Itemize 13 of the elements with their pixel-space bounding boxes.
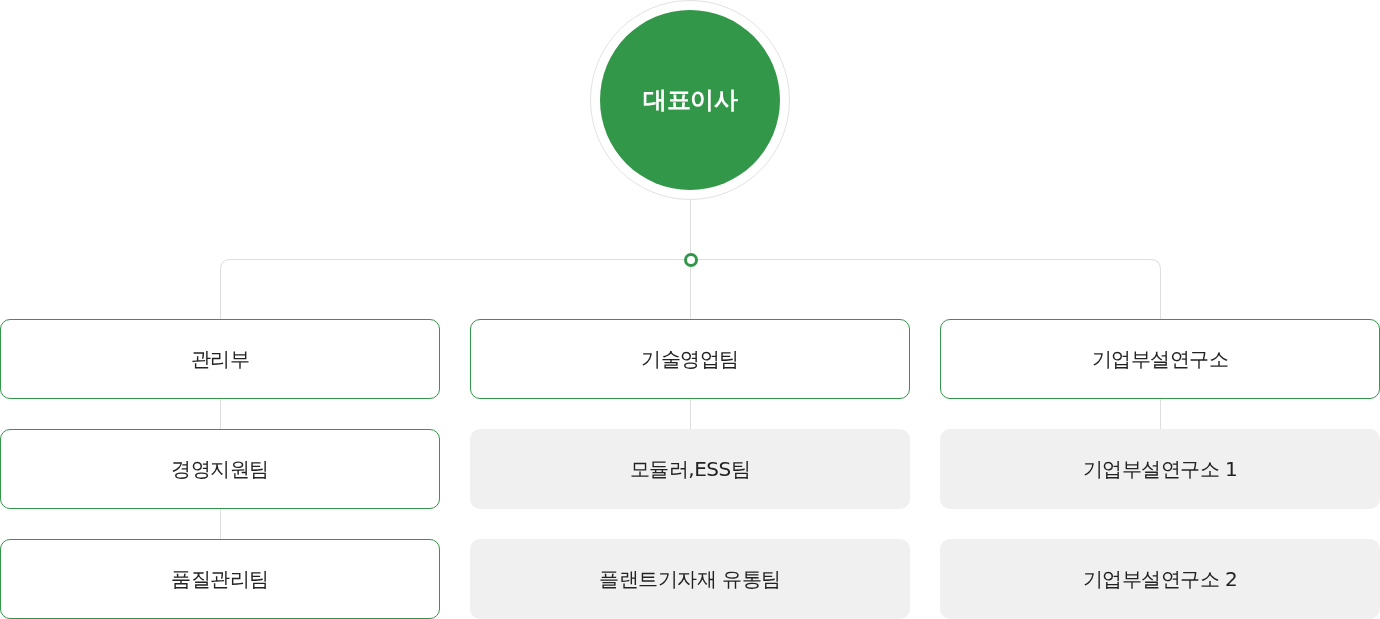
team-box: 품질관리팀 bbox=[0, 539, 440, 619]
connector-line bbox=[1160, 398, 1161, 430]
connector-line bbox=[690, 398, 691, 430]
department-box: 관리부 bbox=[0, 319, 440, 399]
team-box: 기업부설연구소 2 bbox=[940, 539, 1380, 619]
department-box: 기업부설연구소 bbox=[940, 319, 1380, 399]
department-box: 기술영업팀 bbox=[470, 319, 910, 399]
team-box: 플랜트기자재 유통팀 bbox=[470, 539, 910, 619]
connector-line bbox=[220, 508, 221, 540]
team-box: 경영지원팀 bbox=[0, 429, 440, 509]
team-box: 기업부설연구소 1 bbox=[940, 429, 1380, 509]
connector-line bbox=[220, 398, 221, 430]
team-box: 모듈러,ESS팀 bbox=[470, 429, 910, 509]
